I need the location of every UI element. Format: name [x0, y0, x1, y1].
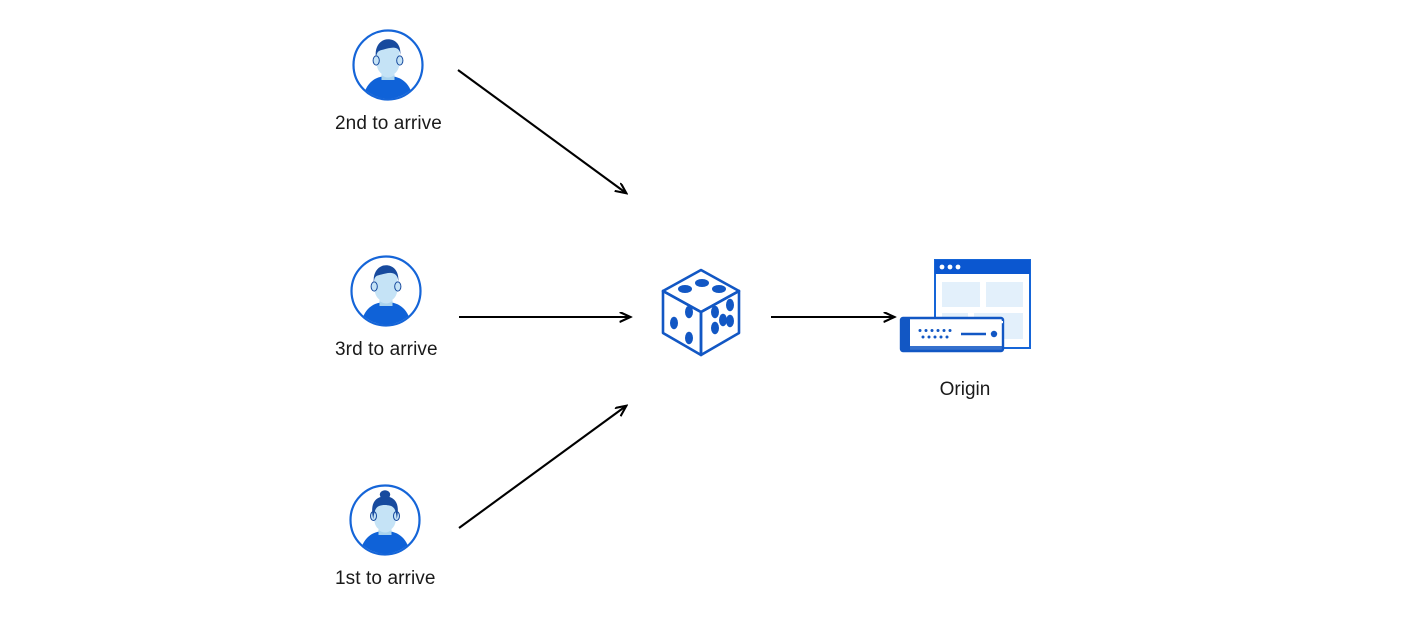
- dice-icon: [658, 265, 744, 361]
- client-label-2nd: 2nd to arrive: [335, 113, 442, 134]
- client-label-1st: 1st to arrive: [335, 568, 436, 589]
- user-avatar-icon: [349, 254, 423, 328]
- origin-label: Origin: [939, 379, 991, 400]
- user-avatar-icon: [351, 28, 425, 102]
- server-device-glyph: [899, 316, 1005, 353]
- client-node-3rd: 3rd to arrive: [335, 254, 438, 359]
- origin-server-icon: [898, 258, 1032, 362]
- user-avatar-icon: [348, 483, 422, 557]
- client-node-1st: 1st to arrive: [335, 483, 436, 588]
- client-label-3rd: 3rd to arrive: [335, 339, 438, 360]
- arrow-from-1st-client: [458, 406, 626, 529]
- arrow-from-2nd-client: [457, 69, 626, 193]
- client-node-2nd: 2nd to arrive: [335, 28, 442, 133]
